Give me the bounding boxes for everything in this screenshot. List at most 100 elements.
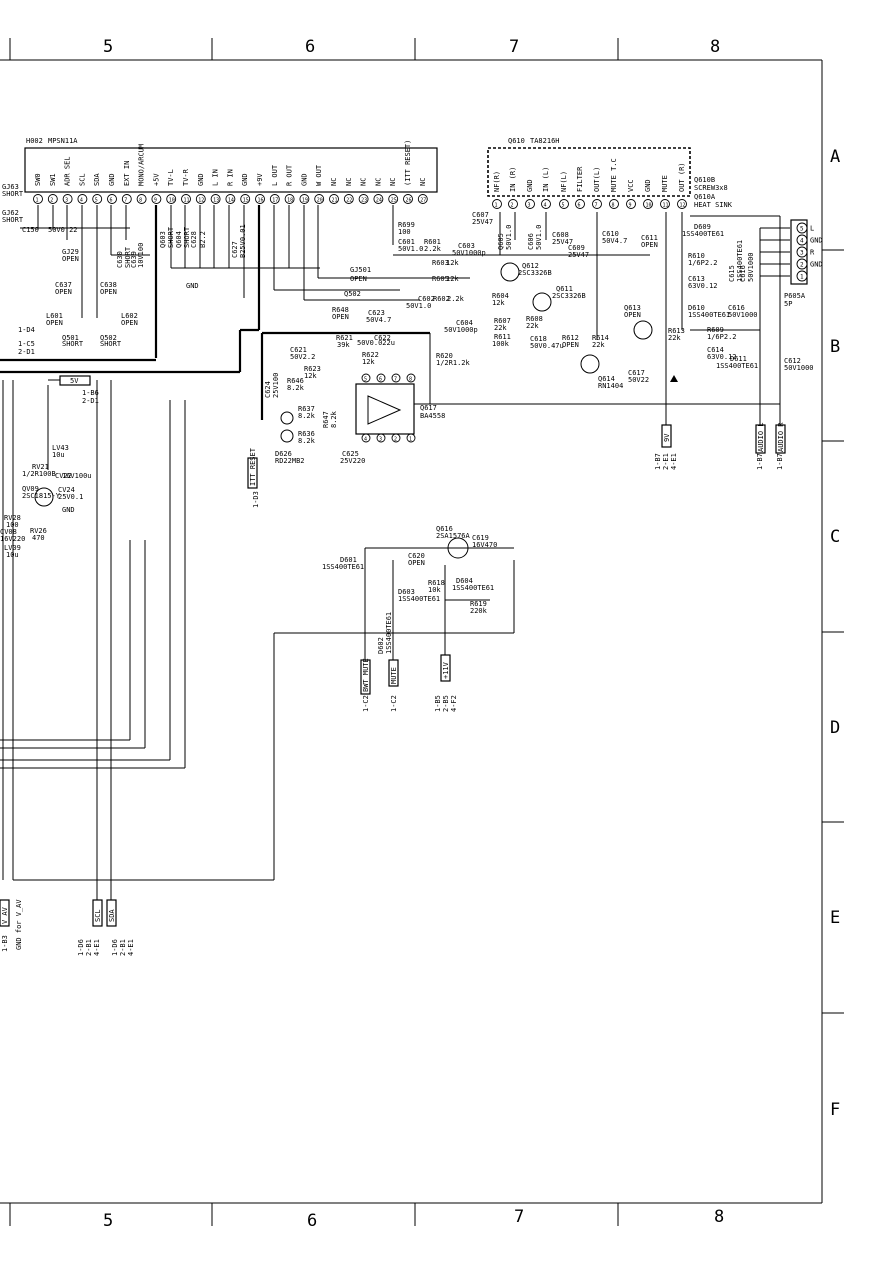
component-label: 50V0.47u [530,342,564,350]
diode-d626 [280,429,294,443]
ic-pin-number: 15 [243,198,249,204]
ic-pin-number: 7 [595,203,598,209]
connector-pin [796,270,808,282]
component-label: C614 [707,346,724,354]
component-label: 8.2k [330,410,338,428]
component-label: OPEN [641,241,658,249]
component-label: C150 [22,226,39,234]
ic-pin-label: L IN [212,169,220,186]
connector-part: 5P [784,300,792,308]
ic-pin-number: 11 [663,203,669,209]
ic-pin [343,194,354,204]
xref: 2-D1 [18,348,35,356]
component-label: RV26 [30,527,47,535]
ic-pin-label: TV-L [167,169,175,186]
component-label: SHORT [62,340,84,348]
component-label: 50V1000 [784,364,814,372]
net-label-audio-r: AUDIO_R [777,422,785,452]
ic-pin-label: IN (L) [542,167,550,192]
component-label: 12k [492,299,505,307]
component-label: L601 [46,312,63,320]
component-label: D602 [377,637,385,654]
component-label: 25V0.1 [58,493,83,501]
component-label: 25V47 [472,218,493,226]
component-label: C615 [728,265,736,282]
component-label: SHORT [100,340,122,348]
ic-pin-label: +5V [152,173,160,186]
component-label: C637 [55,281,72,289]
component-label: Q614 [598,375,615,383]
component-label: Q605 [497,233,505,250]
component-label: 50V1.0 [505,225,513,250]
ic-pin-number: 20 [317,198,323,204]
component-label: 2.2k [447,295,465,303]
ic-pin [559,199,569,209]
ic-pin-number: 13 [213,198,219,204]
component-label: R610 [688,252,705,260]
component-label: 1SS400TE61 [452,584,494,592]
component-label: SHORT [167,226,175,248]
component-label: 1SS400TE61 [688,311,730,319]
component-label: 10u [6,551,19,559]
component-label: 25V47 [568,251,589,259]
component-label: OPEN [332,313,349,321]
ic-pin [225,194,236,204]
ic-pin [508,199,518,209]
ic-pin [403,194,413,204]
component-label: 10V100 [137,243,145,268]
ic-pin-number: 2 [511,203,514,209]
ic-pin-number: 5 [562,203,565,209]
ic-ref: Q610 [508,137,525,145]
ic-pin-number: 27 [420,198,426,204]
ic-pin-label: NF(R) [493,171,501,192]
col-label-top: 6 [305,37,315,57]
component-label: 2.2k [424,245,442,253]
component-label: R646 [287,377,304,385]
ic-pin-label: SW0 [34,173,42,186]
component-label: Q604 [175,231,183,248]
component-label: 1/6P2.2 [688,259,718,267]
ic-pin [121,194,132,204]
ic-pin [136,194,147,204]
row-label: A [830,147,840,167]
component-label: C618 [530,335,547,343]
component-label: C609 [568,244,585,252]
component-label: OPEN [62,255,79,263]
component-label: C607 [472,211,489,219]
component-label: R605 [432,275,449,283]
component-label: 50V1000 [728,311,758,319]
component-label: RD22MB2 [275,457,305,465]
component-label: CV24 [58,486,75,494]
ic-pin-number: 22 [346,198,352,204]
xref: 1-B7 [776,453,784,470]
component-label: R601 [424,238,441,246]
component-label: C620 [408,552,425,560]
ic-pin-label: SCL [78,173,86,186]
component-label: D626 [275,450,292,458]
ic-pin-label: NC [374,178,382,186]
cross-references: 1-D4 1-C5 2-D1 1-B6 2-D1 1-D3 1-B7 2-E1 … [1,326,784,956]
component-label: R622 [362,351,379,359]
ic-pin-number: 8 [409,377,412,383]
ic-pin-label: MUTE T.C [610,158,618,192]
xref: 2-E1 [662,453,670,470]
component-label: R636 [298,430,315,438]
ic-pin [284,194,295,204]
component-label: 16V100u [62,472,92,480]
component-label: 1/2R100B [22,470,56,478]
ic-pin [195,194,206,204]
ic-pin-label: GND [526,179,534,192]
component-label: R613 [668,327,685,335]
xref: 1-D6 [77,939,85,956]
connector-pin-number: 3 [800,250,804,257]
component-label: R602 [433,295,450,303]
ic-pin-label: +9V [256,173,264,186]
component-label: Q502 [100,334,117,342]
component-label: 16V220 [0,535,25,543]
ic-pin-number: 6 [379,377,382,383]
component-label: 12k [304,372,317,380]
component-label: LV43 [52,444,69,452]
ic-part: BA4558 [420,412,445,420]
ic-pin-label: NC [360,178,368,186]
